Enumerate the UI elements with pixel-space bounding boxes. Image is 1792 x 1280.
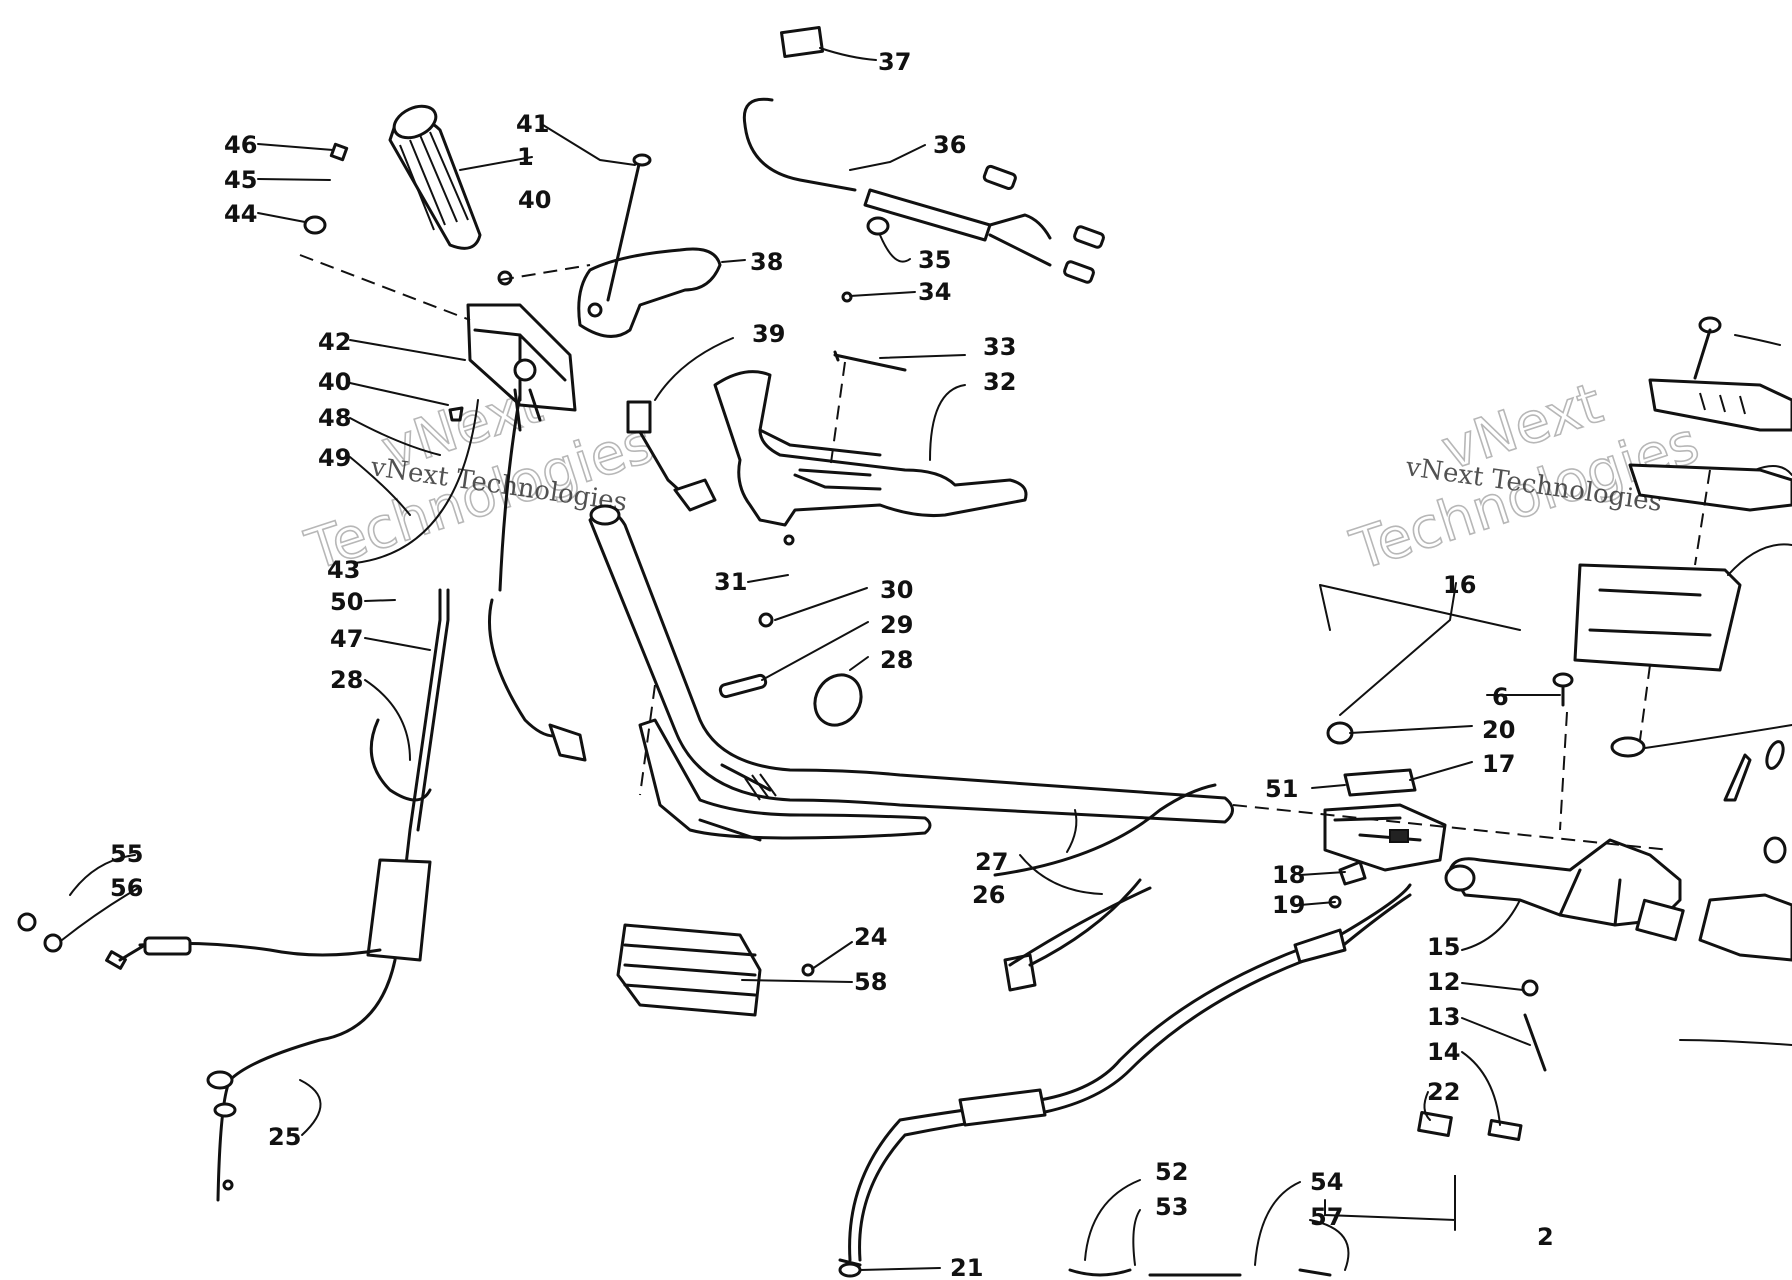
callout-42: 42	[318, 328, 351, 356]
callout-52: 52	[1155, 1158, 1188, 1186]
bar-33	[833, 350, 907, 372]
rectifier-58	[616, 923, 815, 1017]
callout-12: 12	[1427, 968, 1460, 996]
leader-lines	[61, 47, 1792, 1271]
callout-30: 30	[880, 576, 913, 604]
wire-54	[1298, 1268, 1332, 1277]
part-18	[1338, 860, 1367, 886]
button-20	[1326, 721, 1354, 745]
screw-30	[758, 612, 774, 628]
console-part	[713, 370, 1028, 527]
reservoir-gasket	[1628, 463, 1792, 512]
switch-39	[626, 400, 717, 512]
callout-28-left: 28	[330, 666, 363, 694]
callout-22: 22	[1427, 1078, 1460, 1106]
callout-56: 56	[110, 874, 143, 902]
part-35	[866, 216, 890, 236]
callout-16: 16	[1443, 571, 1476, 599]
callout-47: 47	[330, 625, 363, 653]
callout-49: 49	[318, 444, 351, 472]
callout-34: 34	[918, 278, 951, 306]
callout-13: 13	[1427, 1003, 1460, 1031]
reservoir-cover	[1648, 316, 1792, 432]
throttle-cable	[488, 393, 562, 738]
handlebar-brace-part	[638, 718, 932, 842]
plate-51	[1343, 768, 1417, 797]
part-22	[1417, 1111, 1453, 1137]
left-cable-assembly	[17, 588, 450, 1202]
part-14	[1487, 1119, 1523, 1141]
brake-master-cylinder	[1444, 838, 1685, 942]
callout-53: 53	[1155, 1193, 1188, 1221]
callout-28-right: 28	[880, 646, 913, 674]
callout-19: 19	[1272, 891, 1305, 919]
callout-46: 46	[224, 131, 257, 159]
callout-35: 35	[918, 246, 951, 274]
callout-27: 27	[975, 848, 1008, 876]
screw-34	[841, 291, 853, 303]
callout-38: 38	[750, 248, 783, 276]
cable-connector	[548, 723, 587, 762]
callout-45: 45	[224, 166, 257, 194]
clamp-28	[813, 673, 863, 727]
callout-51: 51	[1265, 775, 1298, 803]
bolt-29	[718, 673, 768, 699]
reservoir-body	[1573, 563, 1742, 672]
callout-33: 33	[983, 333, 1016, 361]
screw-13	[1523, 1013, 1547, 1072]
callout-40-top: 40	[518, 186, 551, 214]
callout-32: 32	[983, 368, 1016, 396]
callout-labels: 1 2 6 12 13 14 15 16 17 18 19 20 21 22 2…	[110, 48, 1554, 1280]
harness-top	[742, 25, 1105, 284]
part-44	[303, 215, 327, 235]
callout-58: 58	[854, 968, 887, 996]
handlebar-part	[588, 504, 1234, 824]
callout-41: 41	[516, 110, 549, 138]
gasket-ring	[1610, 736, 1646, 758]
callout-50: 50	[330, 588, 363, 616]
callout-40-left: 40	[318, 368, 351, 396]
screw-41	[606, 158, 642, 302]
callout-25: 25	[268, 1123, 301, 1151]
brake-cable	[848, 783, 1412, 1262]
callout-57: 57	[1310, 1203, 1343, 1231]
part-40b	[448, 406, 464, 422]
callout-1: 1	[517, 143, 534, 171]
wire-52	[1068, 1268, 1132, 1277]
callout-24: 24	[854, 923, 887, 951]
callout-14: 14	[1427, 1038, 1460, 1066]
callout-54: 54	[1310, 1168, 1343, 1196]
grip-part	[388, 104, 482, 250]
screw-31	[783, 534, 795, 546]
callout-17: 17	[1482, 750, 1515, 778]
callout-36: 36	[933, 131, 966, 159]
callout-20: 20	[1482, 716, 1515, 744]
callout-15: 15	[1427, 933, 1460, 961]
callout-31: 31	[714, 568, 747, 596]
callout-43: 43	[327, 556, 360, 584]
callout-26: 26	[972, 881, 1005, 909]
part-46	[329, 142, 349, 162]
nut-12	[1521, 979, 1539, 997]
throttle-lever-part	[577, 247, 722, 338]
callout-18: 18	[1272, 861, 1305, 889]
callout-21: 21	[950, 1254, 983, 1280]
callout-55: 55	[110, 840, 143, 868]
callout-48: 48	[318, 404, 351, 432]
callout-39: 39	[752, 320, 785, 348]
harness-wire	[1008, 886, 1152, 967]
callout-29: 29	[880, 611, 913, 639]
brake-lever-right	[1698, 740, 1792, 962]
callout-6: 6	[1492, 683, 1509, 711]
callout-37: 37	[878, 48, 911, 76]
callout-44: 44	[224, 200, 257, 228]
switch-housing-17	[1323, 803, 1447, 872]
throttle-block-part	[466, 303, 577, 432]
callout-2: 2	[1537, 1223, 1554, 1251]
